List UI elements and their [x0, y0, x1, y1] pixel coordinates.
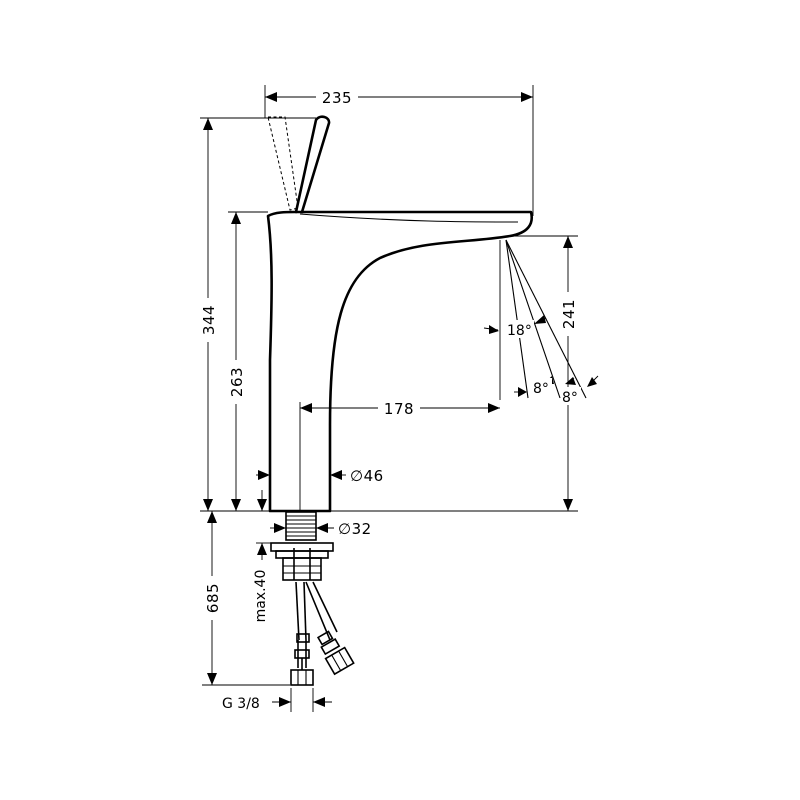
- dimension-total-height: 344: [200, 305, 218, 335]
- dimension-total-width: 235: [322, 89, 352, 107]
- hose-left-a: [295, 581, 300, 641]
- dimension-outlet-height: 241: [560, 299, 578, 329]
- connection-hoses: [290, 581, 355, 686]
- angle-spray-a: 8°: [533, 381, 549, 397]
- angle-spray-main: 18°: [507, 323, 532, 339]
- mounting-shank: [270, 511, 334, 581]
- hose-nut-right: [324, 646, 355, 676]
- dimension-connection-thread: G 3/8: [222, 696, 260, 712]
- spray-angle-lines: [483, 239, 599, 400]
- hose-right-a: [305, 581, 331, 641]
- mounting-washer: [270, 542, 334, 552]
- dimension-spout-height: 263: [228, 367, 246, 397]
- dimension-max-thickness: max.40: [253, 570, 269, 623]
- angle-spray-b: 8°: [562, 390, 578, 406]
- hose-left-b: [303, 581, 307, 641]
- dimension-body-diameter: ∅46: [350, 467, 384, 485]
- hose-nut-left: [290, 669, 314, 686]
- dimension-labels: 235 344 263 241 178 ∅46 ∅32 685 max.40 G…: [199, 88, 581, 712]
- dimension-spout-reach: 178: [384, 400, 414, 418]
- mounting-nut: [282, 557, 322, 581]
- shank-thread: [285, 511, 317, 541]
- lever-handle-open-position: [267, 116, 299, 211]
- dimension-shank-diameter: ∅32: [338, 520, 372, 538]
- dimension-hose-length: 685: [204, 583, 222, 613]
- spout-underside-line: [299, 213, 519, 223]
- hose-right-b: [312, 581, 338, 633]
- faucet-body-outline: [266, 210, 533, 513]
- lever-handle: [294, 115, 331, 214]
- mounting-plate: [275, 550, 329, 559]
- faucet-body: [266, 115, 533, 513]
